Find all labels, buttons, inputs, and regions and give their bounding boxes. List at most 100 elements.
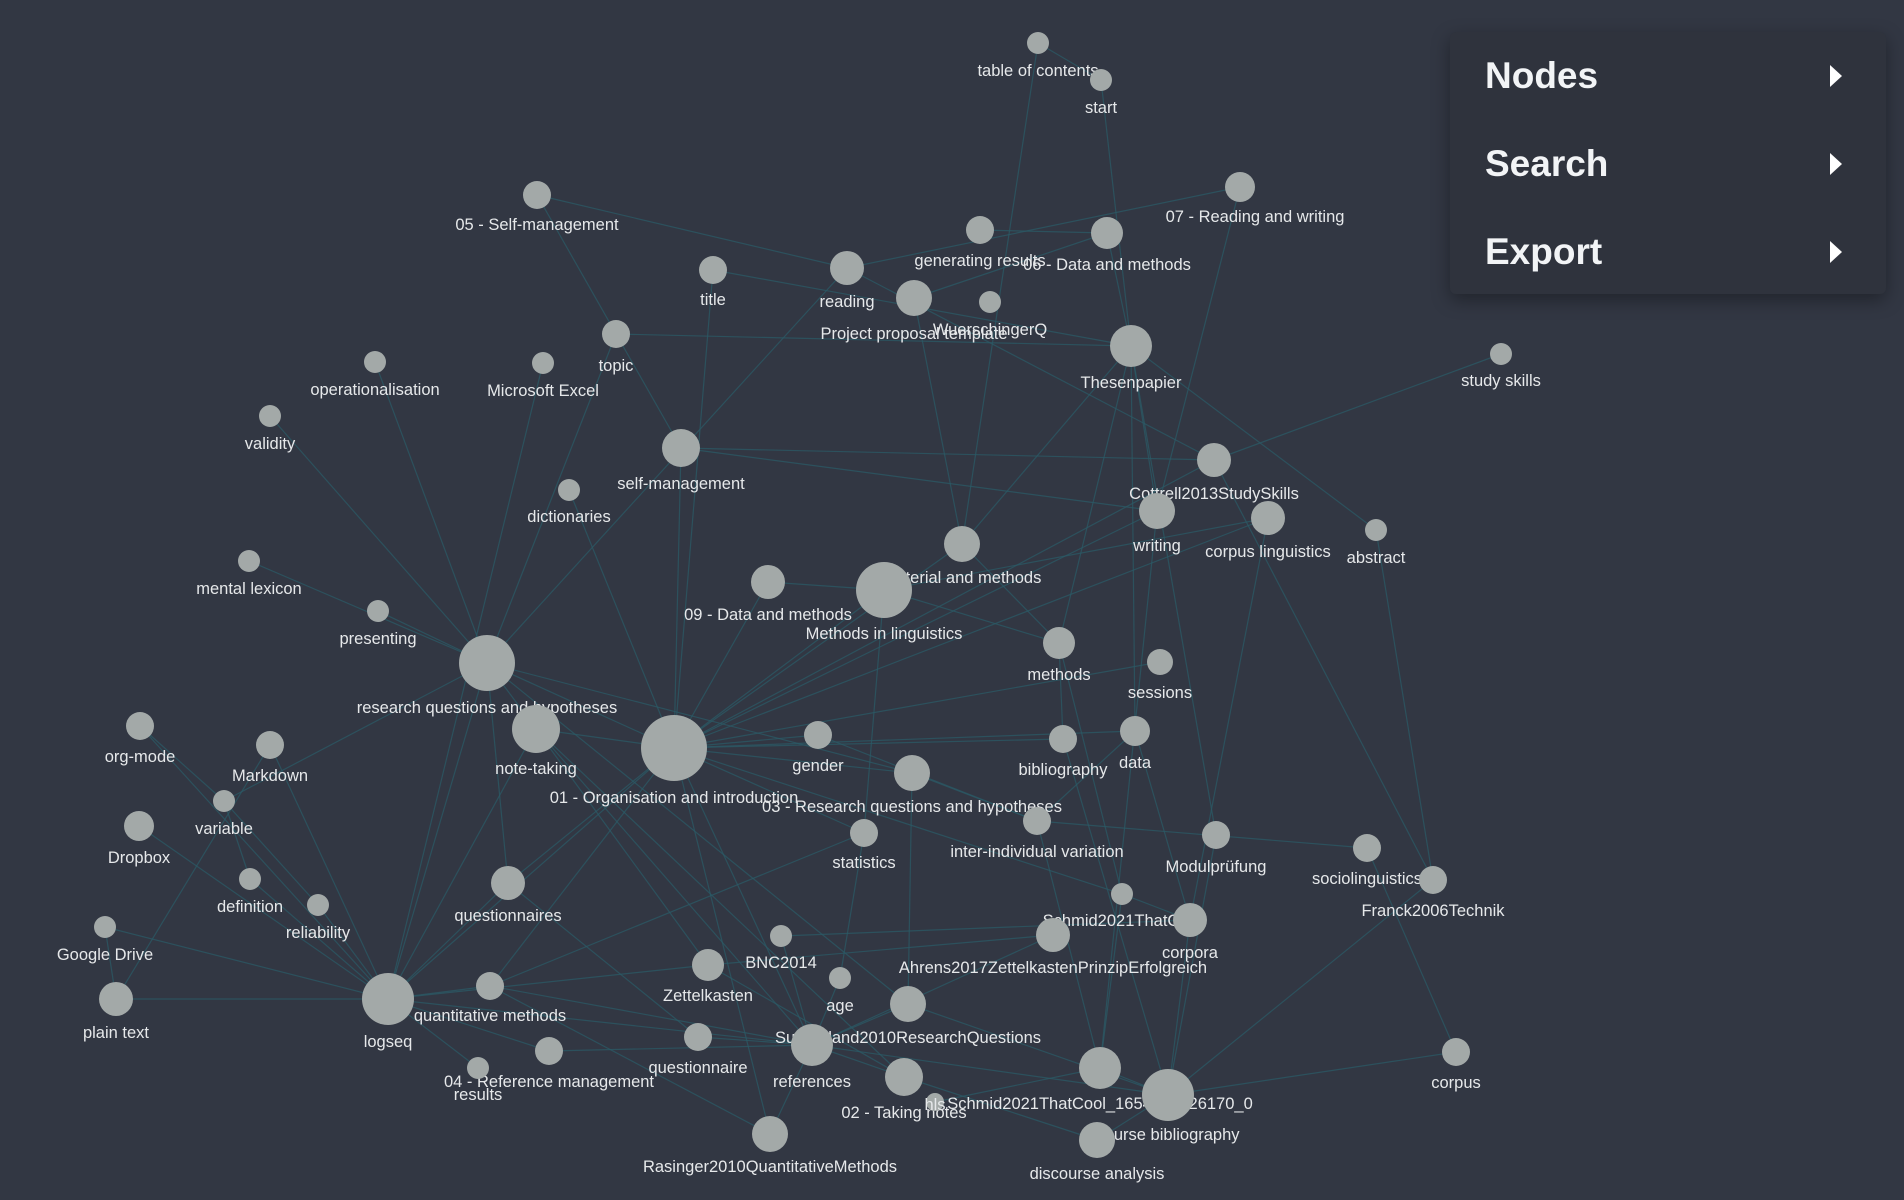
node-dot[interactable] [1251, 501, 1285, 535]
node-dot[interactable] [1043, 627, 1075, 659]
node-dot[interactable] [1049, 725, 1077, 753]
node-dot[interactable] [523, 181, 551, 209]
graph-node-validity[interactable]: validity [245, 405, 296, 453]
node-dot[interactable] [885, 1058, 923, 1096]
menu-item-nodes[interactable]: Nodes [1450, 32, 1886, 120]
node-dot[interactable] [850, 819, 878, 847]
node-dot[interactable] [979, 291, 1001, 313]
graph-node-logseq[interactable]: logseq [362, 973, 414, 1051]
graph-node-markdown[interactable]: Markdown [232, 731, 308, 785]
graph-node-methods-linguistics[interactable]: Methods in linguistics [806, 562, 963, 643]
graph-node-thesenpapier[interactable]: Thesenpapier [1081, 325, 1182, 392]
node-dot[interactable] [238, 550, 260, 572]
node-dot[interactable] [512, 705, 560, 753]
graph-node-references[interactable]: references [773, 1024, 851, 1091]
graph-node-abstract[interactable]: abstract [1347, 519, 1406, 567]
node-dot[interactable] [558, 479, 580, 501]
graph-node-google-drive[interactable]: Google Drive [57, 916, 153, 964]
node-dot[interactable] [476, 972, 504, 1000]
graph-node-plain-text[interactable]: plain text [83, 982, 149, 1042]
node-dot[interactable] [894, 755, 930, 791]
node-dot[interactable] [1173, 903, 1207, 937]
node-dot[interactable] [602, 320, 630, 348]
graph-node-operationalisation[interactable]: operationalisation [310, 351, 440, 399]
node-dot[interactable] [491, 866, 525, 900]
graph-node-dictionaries[interactable]: dictionaries [527, 479, 611, 526]
node-dot[interactable] [126, 712, 154, 740]
node-dot[interactable] [1036, 918, 1070, 952]
node-dot[interactable] [256, 731, 284, 759]
graph-node-quantitative-methods[interactable]: quantitative methods [414, 972, 566, 1025]
node-dot[interactable] [1142, 1069, 1194, 1121]
graph-node-presenting[interactable]: presenting [339, 600, 417, 648]
graph-node-discourse-analysis[interactable]: discourse analysis [1030, 1122, 1165, 1183]
node-dot[interactable] [1490, 343, 1512, 365]
graph-node-definition[interactable]: definition [217, 868, 283, 916]
node-dot[interactable] [641, 715, 707, 781]
node-dot[interactable] [535, 1037, 563, 1065]
graph-node-corpus-linguistics[interactable]: corpus linguistics [1205, 501, 1331, 561]
node-dot[interactable] [1419, 866, 1447, 894]
node-dot[interactable] [791, 1024, 833, 1066]
node-dot[interactable] [467, 1057, 489, 1079]
graph-node-sunderland[interactable]: Sunderland2010ResearchQuestions [775, 986, 1041, 1047]
graph-node-bibliography[interactable]: bibliography [1019, 725, 1109, 779]
graph-node-results[interactable]: results [454, 1057, 503, 1104]
graph-node-data-methods-09[interactable]: 09 - Data and methods [684, 565, 852, 624]
graph-node-modulpruefung[interactable]: Modulprüfung [1166, 821, 1267, 876]
node-dot[interactable] [830, 251, 864, 285]
graph-node-data-methods-06[interactable]: 06 - Data and methods [1023, 217, 1191, 274]
node-dot[interactable] [829, 967, 851, 989]
node-dot[interactable] [367, 600, 389, 622]
graph-node-course-bibliography[interactable]: course bibliography [1096, 1069, 1240, 1144]
node-dot[interactable] [99, 982, 133, 1016]
graph-node-schmid2021-0[interactable]: Schmid2021ThatCool_1654169626170_0 [947, 1047, 1253, 1113]
graph-node-material-methods[interactable]: Material and methods [883, 526, 1042, 587]
graph-node-zettelkasten[interactable]: Zettelkasten [663, 949, 753, 1005]
graph-node-table-of-contents[interactable]: table of contents [977, 32, 1099, 80]
node-dot[interactable] [1202, 821, 1230, 849]
node-dot[interactable] [770, 925, 792, 947]
node-dot[interactable] [362, 973, 414, 1025]
graph-node-reading-writing-07[interactable]: 07 - Reading and writing [1166, 172, 1345, 226]
node-dot[interactable] [1365, 519, 1387, 541]
graph-node-mental-lexicon[interactable]: mental lexicon [196, 550, 302, 598]
graph-node-writing[interactable]: writing [1132, 493, 1181, 555]
graph-node-topic[interactable]: topic [599, 320, 634, 375]
node-dot[interactable] [259, 405, 281, 427]
node-dot[interactable] [124, 811, 154, 841]
graph-node-cottrell[interactable]: Cottrell2013StudySkills [1129, 443, 1299, 503]
graph-node-bnc2014[interactable]: BNC2014 [745, 925, 817, 972]
node-dot[interactable] [926, 1093, 944, 1111]
graph-node-microsoft-excel[interactable]: Microsoft Excel [487, 352, 599, 400]
graph-node-org-mode[interactable]: org-mode [105, 712, 176, 766]
graph-node-dropbox[interactable]: Dropbox [108, 811, 171, 867]
node-dot[interactable] [890, 986, 926, 1022]
node-dot[interactable] [1079, 1047, 1121, 1089]
graph-node-self-management-05[interactable]: 05 - Self-management [455, 181, 619, 234]
graph-node-statistics[interactable]: statistics [832, 819, 896, 872]
node-dot[interactable] [213, 790, 235, 812]
graph-node-sessions[interactable]: sessions [1128, 649, 1192, 702]
node-dot[interactable] [1110, 325, 1152, 367]
graph-node-self-management[interactable]: self-management [617, 429, 745, 493]
node-dot[interactable] [1139, 493, 1175, 529]
graph-node-inter-individual[interactable]: inter-individual variation [950, 807, 1124, 861]
graph-node-age[interactable]: age [826, 967, 854, 1015]
graph-node-questionnaires[interactable]: questionnaires [454, 866, 562, 925]
node-dot[interactable] [307, 894, 329, 916]
graph-node-generating-results[interactable]: generating results [914, 216, 1046, 270]
node-dot[interactable] [1442, 1038, 1470, 1066]
menu-item-export[interactable]: Export [1450, 208, 1886, 296]
node-dot[interactable] [944, 526, 980, 562]
node-dot[interactable] [1225, 172, 1255, 202]
node-dot[interactable] [1079, 1122, 1115, 1158]
node-dot[interactable] [1111, 883, 1133, 905]
node-dot[interactable] [1023, 807, 1051, 835]
node-dot[interactable] [1027, 32, 1049, 54]
node-dot[interactable] [94, 916, 116, 938]
graph-node-hls[interactable]: hls [924, 1093, 946, 1114]
graph-node-questionnaire[interactable]: questionnaire [648, 1023, 748, 1077]
node-dot[interactable] [1090, 69, 1112, 91]
